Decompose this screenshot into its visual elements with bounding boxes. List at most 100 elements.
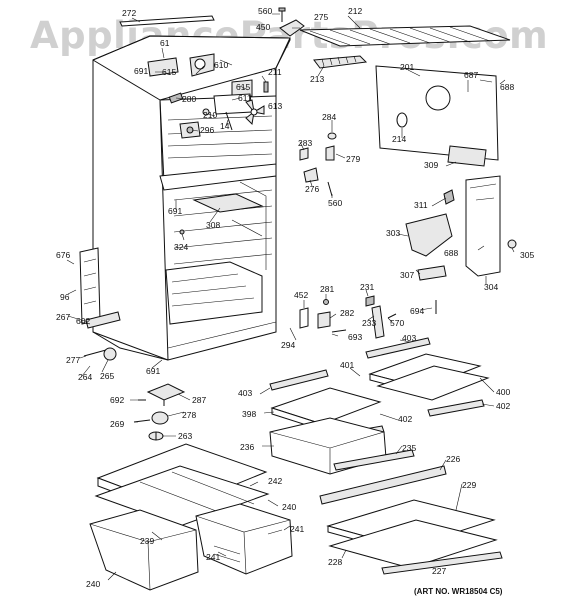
side-rail xyxy=(79,247,101,325)
top-right-parts xyxy=(278,7,511,197)
part-label-242: 242 xyxy=(268,476,282,486)
rail-402-right xyxy=(427,399,485,417)
part-label-226: 226 xyxy=(446,454,460,464)
rear-panel-201 xyxy=(375,65,499,161)
part-label-400: 400 xyxy=(496,387,510,397)
crisper-pan-241-right xyxy=(195,503,293,575)
part-label-676: 676 xyxy=(56,250,70,260)
rail-226 xyxy=(319,465,447,505)
part-label-235: 235 xyxy=(402,443,416,453)
wire-shelf-212 xyxy=(299,25,511,47)
part-label-236: 236 xyxy=(240,442,254,452)
ice-tray-213 xyxy=(313,55,368,69)
part-label-239: 239 xyxy=(140,536,154,546)
label-309 xyxy=(447,145,487,167)
top-trim-strip xyxy=(119,15,215,27)
shelf-308 xyxy=(192,193,264,213)
part-label-305: 305 xyxy=(520,250,534,260)
part-label-403a: 403 xyxy=(402,333,416,343)
part-label-304: 304 xyxy=(484,282,498,292)
part-label-615b: 615 xyxy=(236,82,250,92)
part-label-201: 201 xyxy=(400,62,414,72)
part-label-303: 303 xyxy=(386,228,400,238)
part-label-214: 214 xyxy=(392,134,406,144)
crisper-parts xyxy=(89,443,293,591)
part-label-402b: 402 xyxy=(496,401,510,411)
refrigerator-cabinet xyxy=(79,15,291,361)
part-label-277: 277 xyxy=(66,355,80,365)
part-label-398: 398 xyxy=(242,409,256,419)
leader-lines xyxy=(66,13,515,581)
bottom-right-shelf xyxy=(319,465,503,575)
part-label-241b: 241 xyxy=(206,552,220,562)
part-label-269: 269 xyxy=(110,419,124,429)
part-label-265: 265 xyxy=(100,371,114,381)
part-label-229: 229 xyxy=(462,480,476,490)
rail-403-left xyxy=(269,369,329,391)
part-label-560a: 560 xyxy=(258,6,272,16)
bottom-left-parts xyxy=(133,383,186,441)
part-label-241a: 241 xyxy=(290,524,304,534)
roller-265 xyxy=(103,347,117,361)
crisper-pan-240-left xyxy=(89,509,199,591)
part-label-211: 211 xyxy=(268,67,282,77)
part-label-311: 311 xyxy=(414,200,428,210)
part-label-278: 278 xyxy=(182,410,196,420)
part-label-610: 610 xyxy=(214,60,228,70)
part-label-279: 279 xyxy=(346,154,360,164)
part-label-267: 267 xyxy=(56,312,70,322)
bottom-hinge xyxy=(85,311,121,329)
part-label-263: 263 xyxy=(178,431,192,441)
part-label-401: 401 xyxy=(340,360,354,370)
part-label-287: 287 xyxy=(192,395,206,405)
rail-403-right xyxy=(365,337,431,359)
part-label-96: 96 xyxy=(60,292,70,302)
part-label-210: 210 xyxy=(203,110,217,120)
part-label-402a: 402 xyxy=(398,414,412,424)
part-label-61: 61 xyxy=(160,38,170,48)
part-label-240a: 240 xyxy=(282,502,296,512)
part-label-212: 212 xyxy=(348,6,362,16)
divider-mullion xyxy=(159,163,277,191)
rail-227 xyxy=(381,551,503,575)
part-label-264: 264 xyxy=(78,372,92,382)
part-label-308: 308 xyxy=(206,220,220,230)
middle-small-parts xyxy=(179,193,397,339)
part-label-560b: 560 xyxy=(328,198,342,208)
part-label-688a: 688 xyxy=(500,82,514,92)
part-label-275: 275 xyxy=(314,12,328,22)
part-label-403b: 403 xyxy=(238,388,252,398)
part-label-233: 233 xyxy=(362,318,376,328)
part-number-labels: 272 560 450 275 212 61 691 615 610 211 615 280 611 61… xyxy=(56,6,534,589)
shelves-right xyxy=(269,337,490,475)
part-label-309: 309 xyxy=(424,160,438,170)
chute-303 xyxy=(405,213,453,257)
part-label-687: 687 xyxy=(464,70,478,80)
part-label-694: 694 xyxy=(410,306,424,316)
part-label-613: 613 xyxy=(268,101,282,111)
control-parts xyxy=(147,53,269,139)
part-label-294: 294 xyxy=(281,340,295,350)
part-label-228: 228 xyxy=(328,557,342,567)
part-label-602: 602 xyxy=(76,316,90,326)
part-label-693: 693 xyxy=(348,332,362,342)
part-label-272: 272 xyxy=(122,8,136,18)
part-label-611: 611 xyxy=(238,93,252,103)
part-label-231: 231 xyxy=(360,282,374,292)
art-number: (ART NO. WR18504 C5) xyxy=(414,587,503,596)
dispenser-parts xyxy=(405,175,517,314)
part-label-227: 227 xyxy=(432,566,446,576)
part-label-450: 450 xyxy=(256,22,270,32)
meat-pan-236 xyxy=(269,417,387,475)
part-label-691a: 691 xyxy=(134,66,148,76)
part-label-691b: 691 xyxy=(168,206,182,216)
part-label-452: 452 xyxy=(294,290,308,300)
part-label-283: 283 xyxy=(298,138,312,148)
part-label-615a: 615 xyxy=(162,67,176,77)
part-label-692: 692 xyxy=(110,395,124,405)
part-label-280: 280 xyxy=(182,94,196,104)
part-label-324: 324 xyxy=(174,242,188,252)
part-label-296: 296 xyxy=(200,125,214,135)
part-label-307: 307 xyxy=(400,270,414,280)
